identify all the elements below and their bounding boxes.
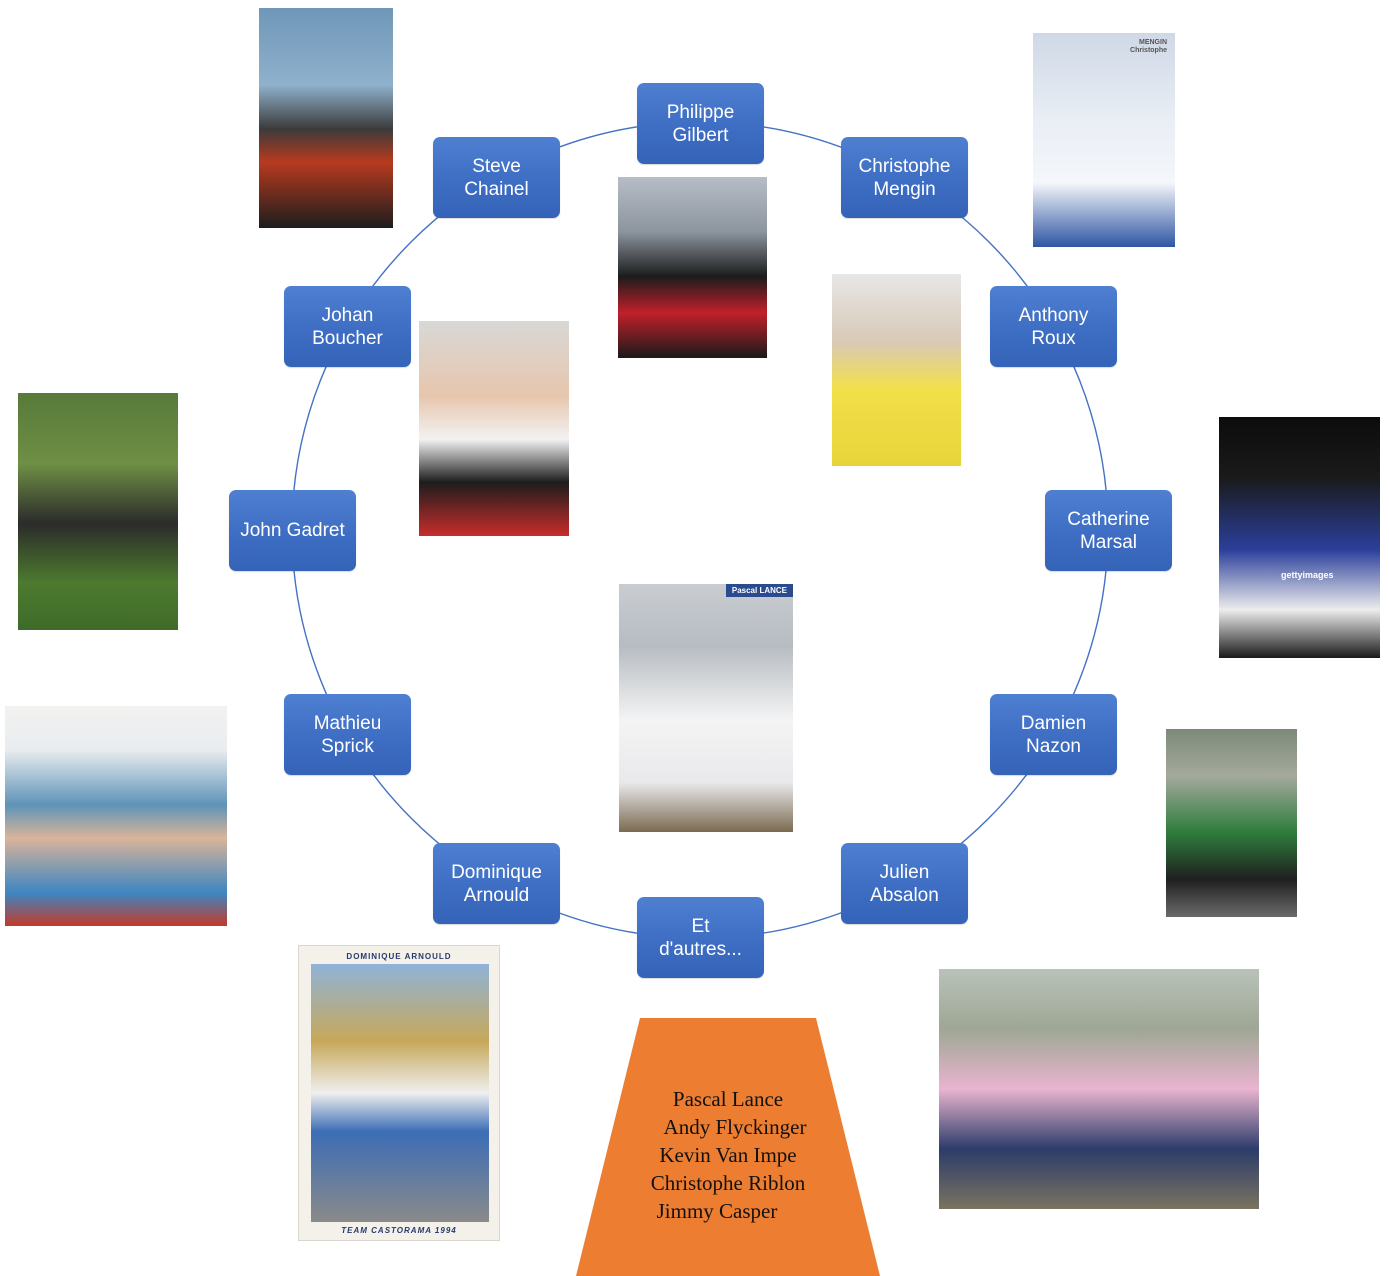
other-riders-trapezoid [576,1018,880,1276]
photo-dominique-arnould: DOMINIQUE ARNOULD TEAM CASTORAMA 1994 [298,945,500,1241]
trapezoid-shape [576,1018,880,1276]
photo-christophe-mengin: MENGIN Christophe [1033,33,1175,247]
node-anthony-roux: Anthony Roux [990,286,1117,367]
photo-damien-nazon [1166,729,1297,917]
photo-johan-boucher [419,321,569,536]
getty-watermark: gettyimages [1281,570,1334,580]
pascal-lance-card-label: Pascal LANCE [725,584,793,597]
photo-john-gadret [18,393,178,630]
arnould-card-footer: TEAM CASTORAMA 1994 [341,1226,457,1235]
node-christophe-mengin: Christophe Mengin [841,137,968,218]
photo-steve-chainel [259,8,393,228]
node-philippe-gilbert: Philippe Gilbert [637,83,764,164]
other-rider-name: Christophe Riblon [650,1171,806,1195]
node-et-d-autres: Et d'autres... [637,897,764,978]
other-rider-name: Pascal Lance [672,1087,784,1111]
other-riders-list: Pascal Lance Andy Flyckinger Kevin Van I… [576,1085,880,1225]
node-julien-absalon: Julien Absalon [841,843,968,924]
node-damien-nazon: Damien Nazon [990,694,1117,775]
node-johan-boucher: Johan Boucher [284,286,411,367]
photo-anthony-roux [832,274,961,466]
node-john-gadret: John Gadret [229,490,356,571]
photo-mathieu-sprick [5,706,227,926]
arnould-card-picture [311,964,489,1222]
photo-philippe-gilbert [618,177,767,358]
other-rider-name: Kevin Van Impe [659,1143,797,1167]
photo-julien-absalon-kids [939,969,1259,1209]
arnould-card-header: DOMINIQUE ARNOULD [346,952,452,961]
photo-catherine-marsal: gettyimages [1219,417,1380,658]
node-catherine-marsal: Catherine Marsal [1045,490,1172,571]
mengin-card-name: MENGIN Christophe [1130,39,1167,54]
other-rider-name: Jimmy Casper [656,1199,778,1223]
node-dominique-arnould: Dominique Arnould [433,843,560,924]
node-mathieu-sprick: Mathieu Sprick [284,694,411,775]
photo-pascal-lance: Pascal LANCE [619,584,793,832]
other-rider-name: Andy Flyckinger [663,1115,807,1139]
node-steve-chainel: Steve Chainel [433,137,560,218]
